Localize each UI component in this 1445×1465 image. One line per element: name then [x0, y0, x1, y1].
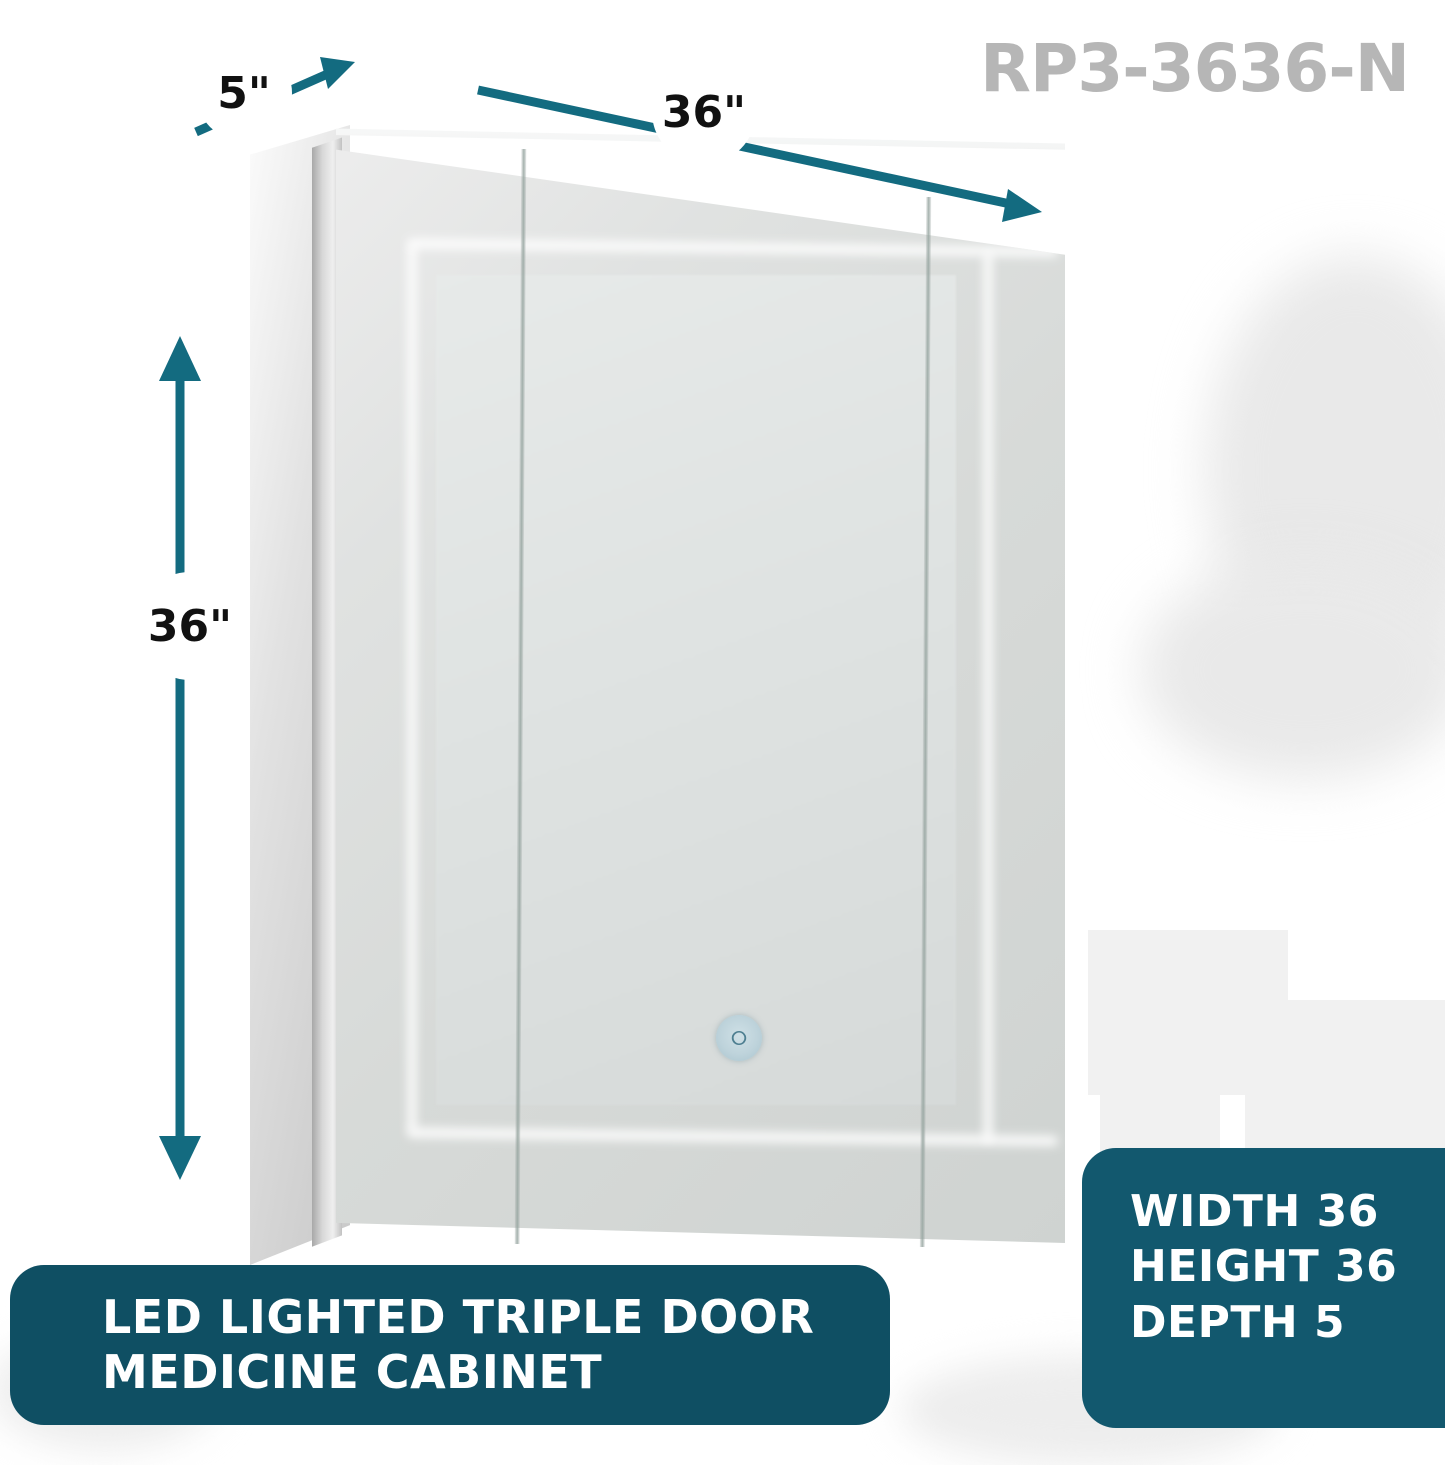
product-title-text: LED LIGHTED TRIPLE DOOR MEDICINE CABINET [102, 1290, 814, 1400]
led-glow-left [408, 243, 416, 1133]
spec-width: WIDTH 36 [1130, 1186, 1379, 1237]
cabinet-mirror-front [336, 149, 1065, 1243]
led-glow-right [984, 252, 992, 1142]
spec-height: HEIGHT 36 [1130, 1241, 1398, 1293]
width-dimension-badge: 36" [652, 60, 756, 164]
height-arrow [159, 336, 201, 1180]
product-title-line-2: MEDICINE CABINET [102, 1345, 603, 1399]
specifications-panel: WIDTH 36 HEIGHT 36 DEPTH 5 [1082, 1148, 1445, 1428]
product-illustration: ⭘ [250, 125, 1065, 1265]
product-title-line-1: LED LIGHTED TRIPLE DOOR [102, 1289, 815, 1344]
led-glow-bottom [407, 1128, 1058, 1146]
led-glow-top [407, 239, 1058, 257]
background-shadow-blob [1140, 560, 1445, 780]
height-dimension-badge: 36" [136, 572, 244, 680]
mirror-reflection [436, 275, 956, 1105]
product-title-banner: LED LIGHTED TRIPLE DOOR MEDICINE CABINET [10, 1265, 890, 1425]
led-touch-button[interactable]: ⭘ [716, 1015, 762, 1061]
background-shadow-rect [1245, 1000, 1445, 1160]
depth-dimension-badge: 5" [196, 45, 292, 141]
model-number-label: RP3-3636-N [980, 30, 1410, 107]
power-icon: ⭘ [731, 1026, 747, 1050]
spec-depth: DEPTH 5 [1130, 1296, 1346, 1348]
